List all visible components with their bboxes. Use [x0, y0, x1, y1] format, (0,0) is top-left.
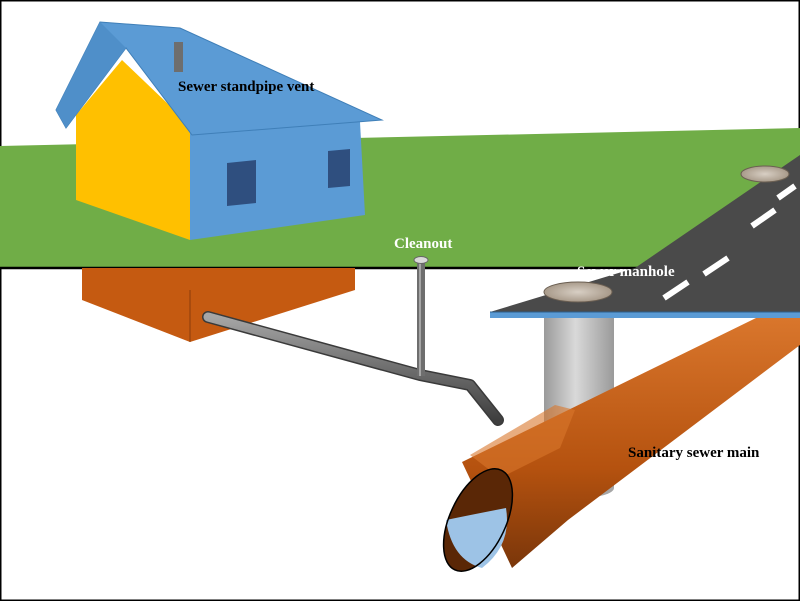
label-manhole: Sewer manhole [577, 264, 675, 280]
window-left [227, 160, 256, 206]
road-center-dashes [662, 183, 797, 301]
road-edge [490, 312, 800, 318]
road-surface [635, 155, 800, 268]
sewer-lateral-pipe [202, 311, 504, 426]
sanitary-sewer-main [442, 318, 800, 572]
house-gable-wall [76, 60, 190, 240]
label-sewer-main: Sanitary sewer main [628, 445, 760, 461]
house [55, 21, 384, 240]
vent-stack [174, 42, 183, 72]
manhole-cover [543, 281, 613, 303]
label-vent: Sewer standpipe vent [178, 79, 314, 95]
manhole-cover-far [740, 165, 790, 183]
window-right [328, 149, 350, 188]
sewer-water [446, 508, 507, 568]
cleanout-pipe [413, 256, 429, 376]
cleanout-cap [413, 256, 429, 264]
house-side-wall [190, 122, 365, 240]
label-cleanout: Cleanout [394, 236, 452, 252]
house-foundation [82, 268, 355, 342]
